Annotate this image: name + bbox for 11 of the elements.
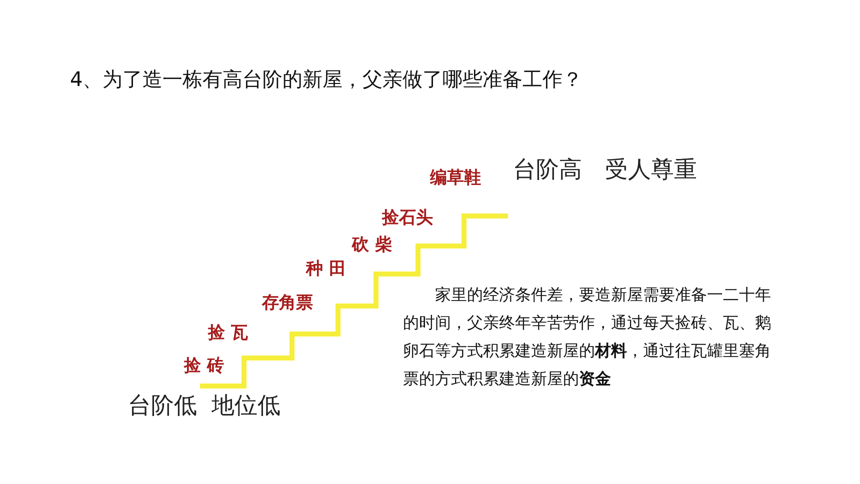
step-label: 种 田 [306,258,346,280]
caption-text: 台阶高 受人尊重 [513,156,697,185]
step-label: 编草鞋 [430,167,481,189]
caption-text: 台阶低 地位低 [128,392,281,421]
slide-title: 4、为了造一栋有高台阶的新屋，父亲做了哪些准备工作？ [70,66,583,93]
step-label: 砍 柴 [352,234,392,256]
step-label: 捡 瓦 [208,322,248,344]
step-label: 存角票 [262,292,313,314]
paragraph: 家里的经济条件差，要造新屋需要准备一二十年的时间，父亲终年辛苦劳作，通过每天捡砖、瓦、鹅卵石等方式积累建造新屋的材料，通过往瓦罐里塞角票的方式积累建造新屋的资金 [403,284,772,390]
step-label: 捡石头 [382,207,433,229]
step-label: 捡 砖 [184,355,224,377]
